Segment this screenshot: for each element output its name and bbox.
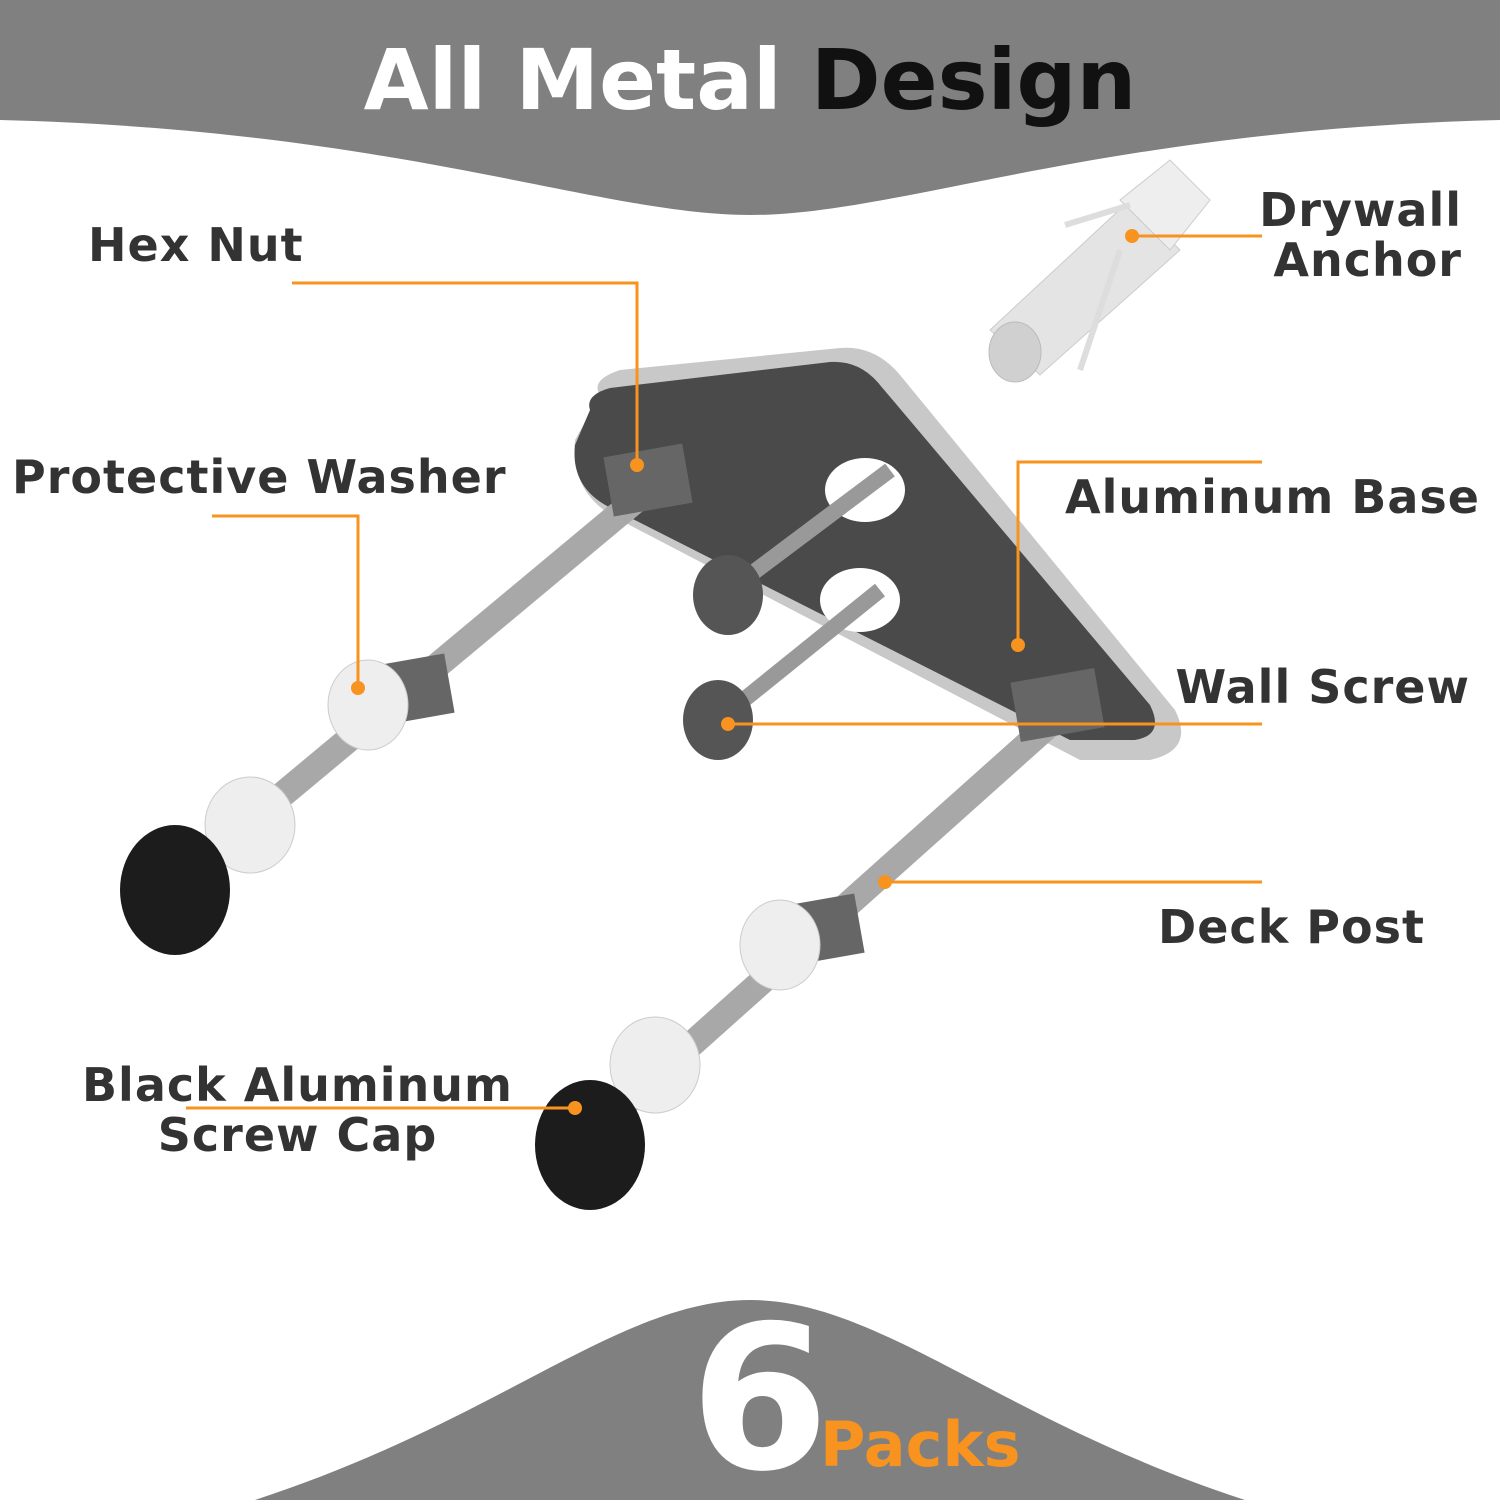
leader-protective-washer — [212, 514, 360, 688]
label-hex-nut: Hex Nut — [88, 218, 304, 272]
label-protective-washer: Protective Washer — [12, 450, 507, 504]
label-drywall-anchor: Drywall Anchor — [1259, 185, 1462, 285]
deck-post-right-illustration — [535, 667, 1105, 1210]
leader-hex-nut — [292, 281, 639, 465]
label-screw-cap: Black Aluminum Screw Cap — [82, 1060, 513, 1160]
leader-lines — [186, 234, 1262, 1110]
top-banner — [0, 0, 1500, 215]
drywall-anchor-illustration — [988, 159, 1211, 383]
page-title: All Metal Design — [0, 30, 1500, 130]
label-deck-post: Deck Post — [1158, 900, 1425, 954]
bottom-banner — [255, 1300, 1245, 1500]
title-part2: Design — [810, 31, 1137, 129]
label-screw-cap-line2: Screw Cap — [157, 1108, 438, 1162]
leader-aluminum-base — [1016, 460, 1262, 645]
label-drywall-anchor-line2: Anchor — [1273, 233, 1462, 287]
deck-post-left-illustration — [120, 443, 693, 955]
pack-unit: Packs — [820, 1408, 1021, 1481]
pack-count: 6 — [690, 1283, 830, 1500]
label-aluminum-base: Aluminum Base — [1065, 470, 1480, 524]
title-part1: All Metal — [363, 31, 782, 129]
label-wall-screw: Wall Screw — [1175, 660, 1470, 714]
label-screw-cap-line1: Black Aluminum — [82, 1058, 513, 1112]
leader-dots — [351, 229, 1139, 1115]
wall-screw-illustration — [683, 463, 895, 760]
label-drywall-anchor-line1: Drywall — [1259, 183, 1462, 237]
